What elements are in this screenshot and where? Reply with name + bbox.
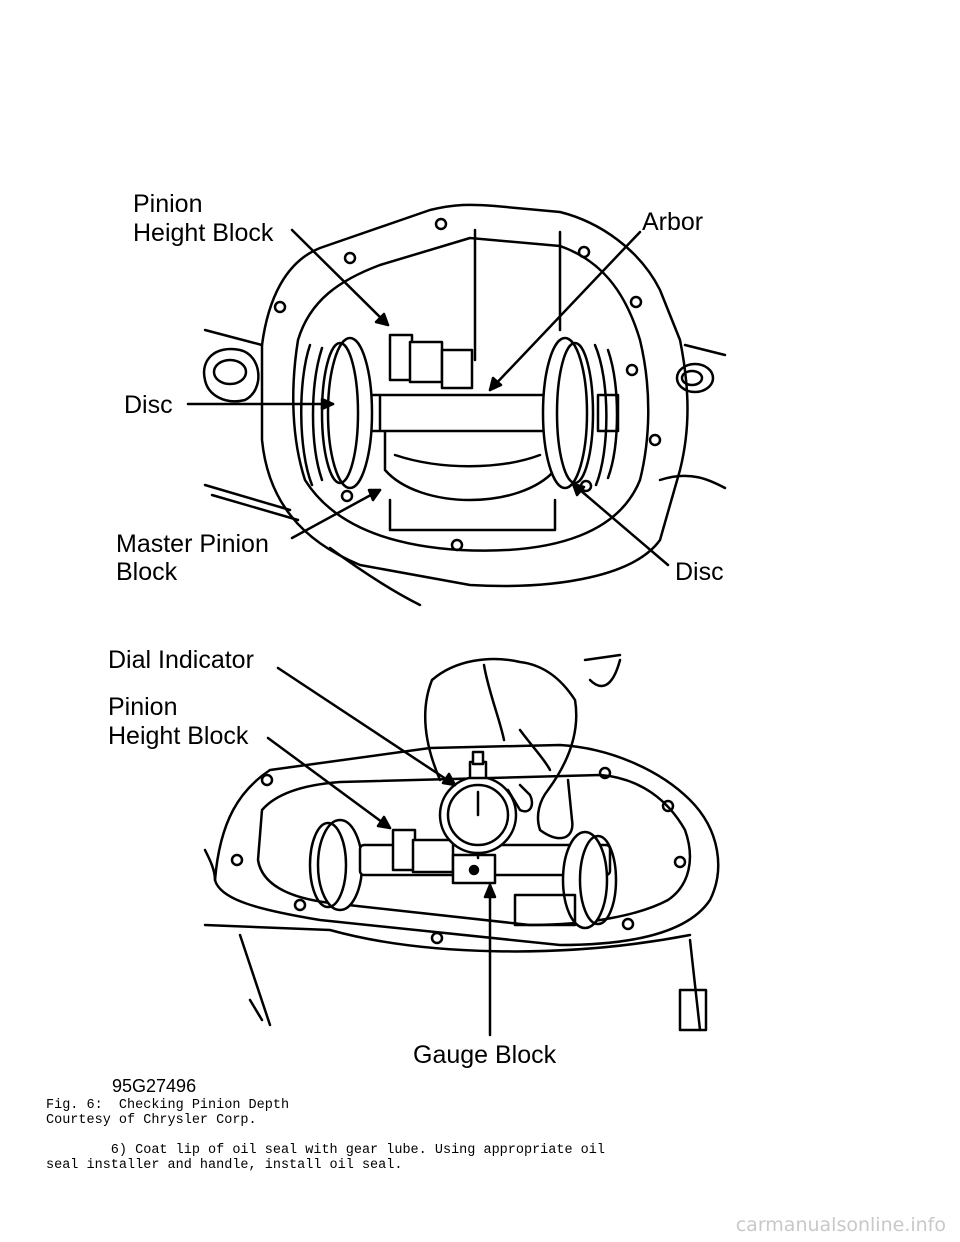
caption-line-2: Courtesy of Chrysler Corp.: [46, 1113, 257, 1128]
pinion-depth-figure: Pinion Height Block Arbor Disc Master Pi…: [108, 190, 727, 1096]
caption-line-1: Fig. 6: Checking Pinion Depth: [46, 1098, 290, 1113]
step-text-line-1: 6) Coat lip of oil seal with gear lube. …: [46, 1143, 605, 1158]
label-arbor: Arbor: [642, 208, 703, 236]
top-illustration: [186, 203, 727, 607]
watermark: carmanualsonline.info: [735, 1214, 946, 1236]
label-master-pinion-line2: Block: [116, 558, 178, 586]
label-pinion-bottom-line2: Height Block: [108, 722, 249, 750]
label-disc-right: Disc: [675, 558, 724, 586]
bottom-illustration: [203, 653, 720, 1037]
caption-blank-line: [46, 1128, 605, 1143]
step-text-line-2: seal installer and handle, install oil s…: [46, 1158, 403, 1173]
figure-code: 95G27496: [112, 1076, 196, 1096]
label-master-pinion-line1: Master Pinion: [116, 530, 269, 558]
label-dial-indicator: Dial Indicator: [108, 646, 254, 674]
label-pinion-top-line2: Height Block: [133, 219, 274, 247]
label-disc-left: Disc: [124, 391, 173, 419]
label-gauge-block: Gauge Block: [413, 1041, 557, 1069]
label-pinion-top-line1: Pinion: [133, 190, 203, 218]
label-pinion-bottom-line1: Pinion: [108, 693, 178, 721]
